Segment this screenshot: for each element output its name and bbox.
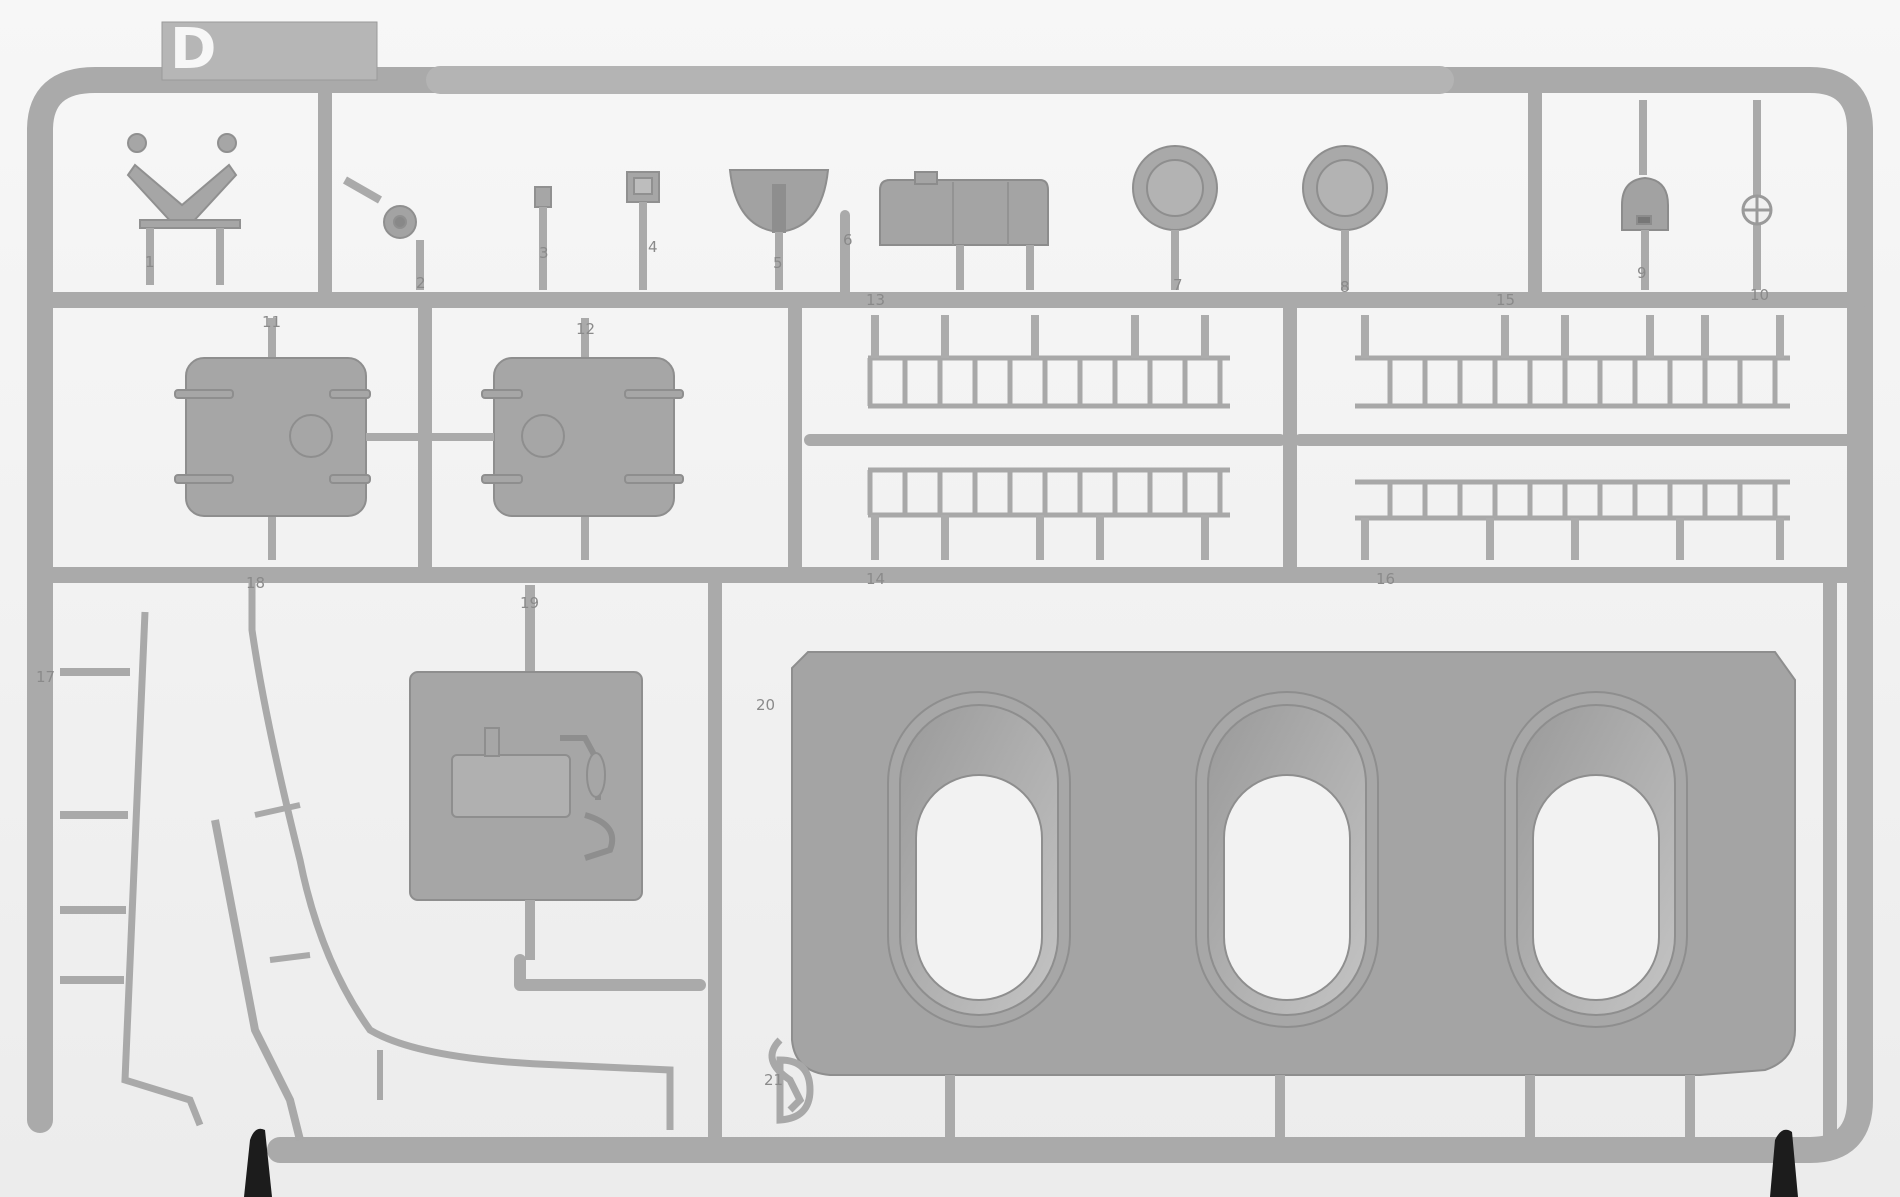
part-21: [768, 1037, 814, 1124]
display-stand-clips: [244, 1128, 1798, 1197]
row2-parts: [174, 315, 1790, 560]
part-label-3: 3: [539, 244, 549, 262]
part-label-4: 4: [648, 238, 658, 256]
part-11-hatch-plate: [174, 318, 425, 560]
part-label-2: 2: [416, 274, 426, 292]
part-label-19: 19: [520, 594, 539, 612]
part-14-ladder: [867, 467, 1230, 560]
sprue-letter-tab: D: [161, 17, 378, 82]
row3-parts: [60, 580, 1796, 1141]
part-12-hatch-plate: [425, 318, 684, 560]
part-label-13: 13: [866, 291, 885, 309]
part-9: [1621, 100, 1669, 290]
part-6-box: [879, 171, 1049, 290]
part-label-21: 21: [764, 1071, 783, 1089]
part-label-16: 16: [1376, 570, 1395, 588]
part-number-labels: 1 2 3 4 5 6 7 8 9 10 11 12 13 14 15 16 1…: [36, 231, 1769, 1089]
part-label-18: 18: [246, 574, 265, 592]
part-label-1: 1: [145, 253, 155, 271]
sprue-letter: D: [170, 17, 216, 82]
part-4: [626, 171, 660, 290]
part-label-8: 8: [1340, 278, 1350, 296]
part-1-bracket: [126, 133, 241, 285]
part-13-ladder: [867, 315, 1230, 409]
part-label-9: 9: [1637, 264, 1647, 282]
part-17-rod: [60, 611, 204, 1127]
part-label-5: 5: [773, 254, 783, 272]
sprue-frame: [27, 66, 1873, 1163]
part-label-11: 11: [262, 313, 281, 331]
row1-parts: [126, 100, 1773, 290]
part-label-6: 6: [843, 231, 853, 249]
part-label-14: 14: [866, 570, 885, 588]
part-label-7: 7: [1173, 276, 1183, 294]
part-7-round-hatch: [1132, 145, 1218, 290]
part-label-10: 10: [1750, 286, 1769, 304]
part-19-panel: [409, 585, 643, 960]
part-15-ladder: [1355, 315, 1790, 409]
part-18-curved-rod: [211, 580, 674, 1141]
part-label-12: 12: [576, 320, 595, 338]
part-3: [534, 186, 552, 290]
part-16-ladder: [1355, 479, 1790, 560]
part-2-knob: [343, 176, 424, 290]
part-label-15: 15: [1496, 291, 1515, 309]
part-10-crosshair: [1741, 100, 1773, 290]
part-8-round-hatch: [1302, 145, 1388, 290]
part-label-20: 20: [756, 696, 775, 714]
part-20-side-panel: [791, 651, 1796, 1140]
part-label-17: 17: [36, 668, 55, 686]
part-5-dish: [728, 169, 830, 290]
